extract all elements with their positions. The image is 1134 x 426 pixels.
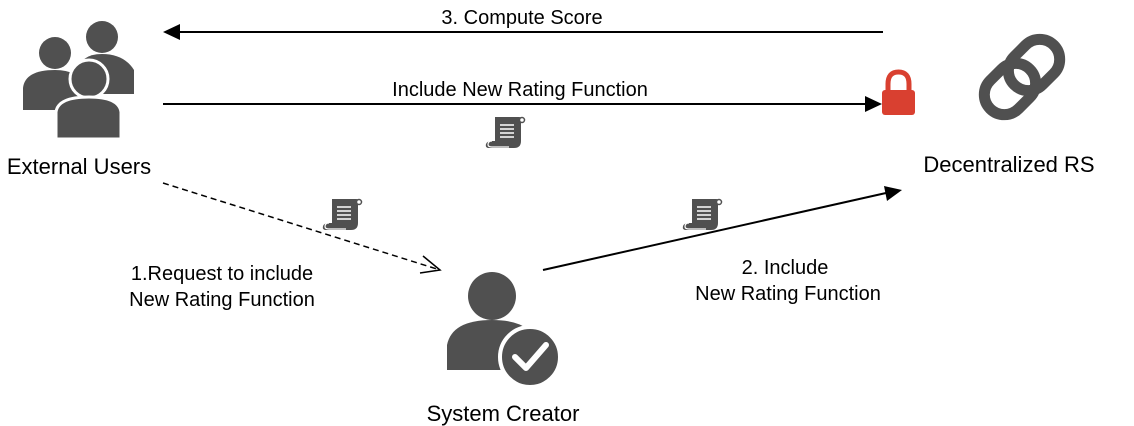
- scroll-document-icon: [322, 198, 363, 231]
- request-label-line1: 1.Request to include: [131, 263, 313, 285]
- external-users-label: External Users: [7, 154, 151, 179]
- lock-icon: [882, 69, 915, 115]
- creator-include-arrow: [542, 186, 902, 271]
- compute-score-label: 3. Compute Score: [441, 7, 602, 29]
- creator-include-label-line1: 2. Include: [742, 257, 829, 279]
- users-group-icon: [23, 21, 134, 141]
- creator-include-label-line2: New Rating Function: [695, 283, 881, 305]
- include-rating-label: Include New Rating Function: [392, 79, 648, 101]
- system-creator-label: System Creator: [427, 401, 580, 426]
- verified-user-icon: [447, 272, 562, 389]
- scroll-document-icon: [682, 198, 723, 231]
- request-arrow: [162, 182, 442, 274]
- decentralized-rs-label: Decentralized RS: [923, 152, 1094, 177]
- include-rating-arrow: [163, 96, 882, 112]
- compute-score-arrow: [163, 24, 883, 40]
- request-label-line2: New Rating Function: [129, 289, 315, 311]
- scroll-document-icon: [485, 116, 526, 149]
- chain-link-icon: [978, 33, 1066, 121]
